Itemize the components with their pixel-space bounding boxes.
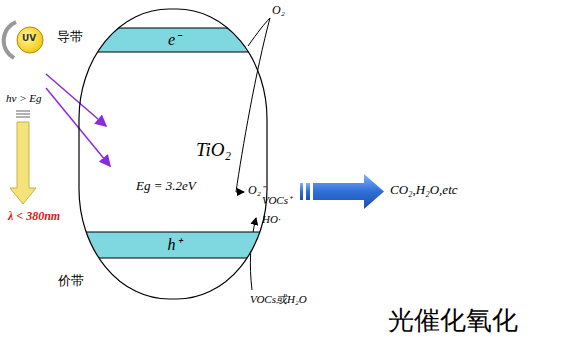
tio2-particle: TiO₂ Eg = 3.2eV 导带e⁻ 价带h⁺ bbox=[78, 8, 268, 300]
down-arrow bbox=[10, 122, 36, 204]
lamp-label: UV bbox=[22, 34, 36, 44]
wavelength-label: λ < 380nm bbox=[8, 210, 60, 223]
product-label: CO₂,H₂O,etc bbox=[390, 183, 458, 197]
oxygen-label: O₂ bbox=[272, 4, 285, 17]
band-heading: 价带 bbox=[58, 274, 84, 288]
charge-carrier: e⁻ bbox=[168, 31, 180, 49]
oxidized-voc-label: VOCs⁺ bbox=[262, 194, 292, 206]
particle-outline bbox=[78, 8, 268, 300]
filter-line bbox=[16, 111, 30, 112]
particle-label: TiO₂ bbox=[196, 140, 231, 161]
reactant-label: VOCs或H₂O bbox=[250, 293, 307, 305]
conduction-band: 导带e⁻ bbox=[90, 28, 258, 52]
band-heading: 导带 bbox=[57, 30, 83, 44]
light-ray bbox=[46, 88, 110, 166]
valence-band: 价带h⁺ bbox=[88, 232, 260, 258]
reaction-curve bbox=[250, 218, 256, 290]
result-arrow bbox=[313, 174, 384, 209]
caption-text: 光催化氧化 bbox=[388, 306, 518, 335]
lamp-reflector bbox=[4, 22, 16, 58]
energy-condition: hν > Eg bbox=[6, 92, 42, 104]
arrow-bar bbox=[300, 183, 303, 200]
uv-lamp bbox=[17, 27, 43, 53]
hydroxyl-label: HO· bbox=[262, 213, 281, 225]
arrow-bar bbox=[306, 183, 310, 200]
filter-line bbox=[16, 114, 30, 115]
filter-line bbox=[16, 117, 30, 118]
charge-carrier: h⁺ bbox=[168, 236, 181, 254]
particle-label: Eg = 3.2eV bbox=[136, 179, 196, 193]
